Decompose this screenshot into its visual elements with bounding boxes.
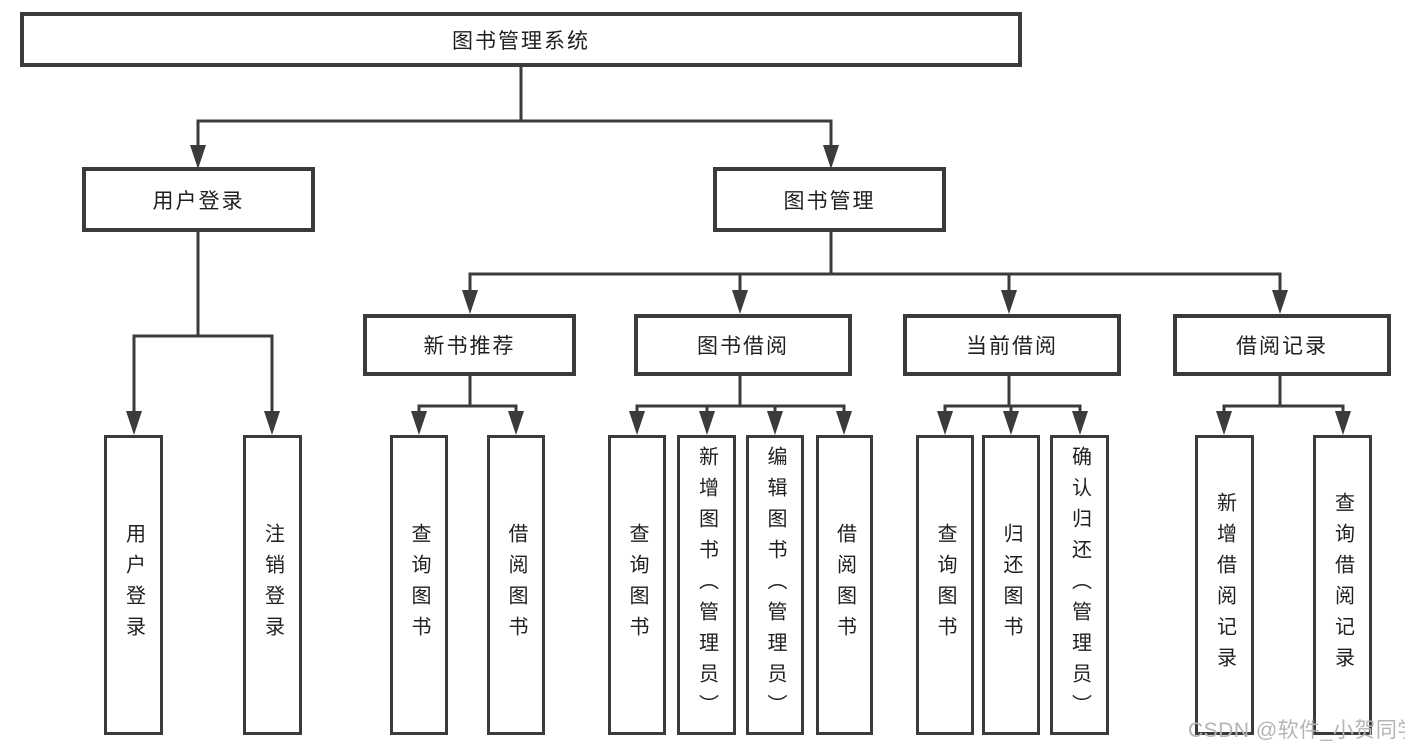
leaf-query-borrow-record-label: 查询借阅记录 [1331, 492, 1354, 678]
arrowhead [1216, 411, 1232, 435]
leaf-user-login-label: 用户登录 [122, 523, 145, 647]
connector-user-login [132, 230, 274, 414]
node-current-borrow: 当前借阅 [903, 314, 1121, 376]
arrowhead [1003, 411, 1019, 435]
arrowhead [732, 290, 748, 314]
csdn-watermark: CSDN @软件_小贺同学 [1188, 719, 1405, 742]
leaf-add-borrow-record: 新增借阅记录 [1195, 435, 1254, 735]
leaf-edit-book-admin: 编辑图书（管理员） [746, 435, 804, 735]
connector-current-borrow [943, 374, 1082, 414]
leaf-logout-label: 注销登录 [261, 523, 284, 647]
leaf-add-book-admin-label: 新增图书（管理员） [695, 445, 718, 725]
arrowhead [508, 411, 524, 435]
connector-book-management [468, 230, 1282, 293]
node-user-login: 用户登录 [82, 167, 315, 232]
leaf-borrow-books-recommend-label: 借阅图书 [505, 523, 527, 647]
leaf-user-login: 用户登录 [104, 435, 163, 735]
node-current-borrow-label: 当前借阅 [966, 335, 1058, 358]
leaf-return-books-label: 归还图书 [1000, 523, 1022, 647]
leaf-borrow-books-recommend: 借阅图书 [487, 435, 545, 735]
leaf-edit-book-admin-label: 编辑图书（管理员） [764, 445, 786, 725]
leaf-return-books: 归还图书 [982, 435, 1040, 735]
arrowhead [767, 411, 783, 435]
node-book-management-label: 图书管理 [783, 189, 876, 213]
leaf-add-book-admin: 新增图书（管理员） [677, 435, 736, 735]
arrowheads [126, 145, 1351, 435]
arrowhead [629, 411, 645, 435]
arrowhead [264, 411, 280, 435]
connector-borrow-records [1222, 374, 1345, 414]
node-book-borrow: 图书借阅 [634, 314, 852, 376]
leaf-borrow-books-label: 借阅图书 [833, 523, 856, 647]
node-root-label: 图书管理系统 [452, 29, 590, 53]
arrowhead [462, 290, 478, 314]
arrowhead [1272, 290, 1288, 314]
arrowhead [836, 411, 852, 435]
arrowhead [823, 145, 839, 169]
connector-book-borrow [635, 374, 846, 414]
node-user-login-label: 用户登录 [152, 189, 245, 213]
node-book-borrow-label: 图书借阅 [697, 335, 789, 358]
arrowhead [411, 411, 427, 435]
connector-new-book-recommend [417, 374, 518, 414]
node-borrow-records: 借阅记录 [1173, 314, 1391, 376]
node-new-book-recommend-label: 新书推荐 [423, 335, 516, 358]
arrowhead [1072, 411, 1088, 435]
node-root: 图书管理系统 [20, 12, 1022, 67]
leaf-query-books-current: 查询图书 [916, 435, 974, 735]
connector-root [196, 65, 833, 148]
arrowhead [1001, 290, 1017, 314]
leaf-query-books-borrow-label: 查询图书 [626, 523, 648, 647]
leaf-query-books-recommend-label: 查询图书 [408, 523, 430, 647]
node-book-management: 图书管理 [713, 167, 946, 232]
leaf-confirm-return-admin: 确认归还（管理员） [1050, 435, 1109, 735]
leaf-add-borrow-record-label: 新增借阅记录 [1213, 492, 1236, 678]
arrowhead [937, 411, 953, 435]
node-borrow-records-label: 借阅记录 [1236, 335, 1328, 358]
leaf-logout: 注销登录 [243, 435, 302, 735]
leaf-query-borrow-record: 查询借阅记录 [1313, 435, 1372, 735]
arrowhead [699, 411, 715, 435]
leaf-query-books-current-label: 查询图书 [934, 523, 956, 647]
leaf-query-books-borrow: 查询图书 [608, 435, 666, 735]
arrowhead [126, 411, 142, 435]
leaf-borrow-books: 借阅图书 [816, 435, 873, 735]
leaf-query-books-recommend: 查询图书 [390, 435, 448, 735]
node-new-book-recommend: 新书推荐 [363, 314, 576, 376]
leaf-confirm-return-admin-label: 确认归还（管理员） [1068, 445, 1091, 725]
arrowhead [190, 145, 206, 169]
arrowhead [1335, 411, 1351, 435]
